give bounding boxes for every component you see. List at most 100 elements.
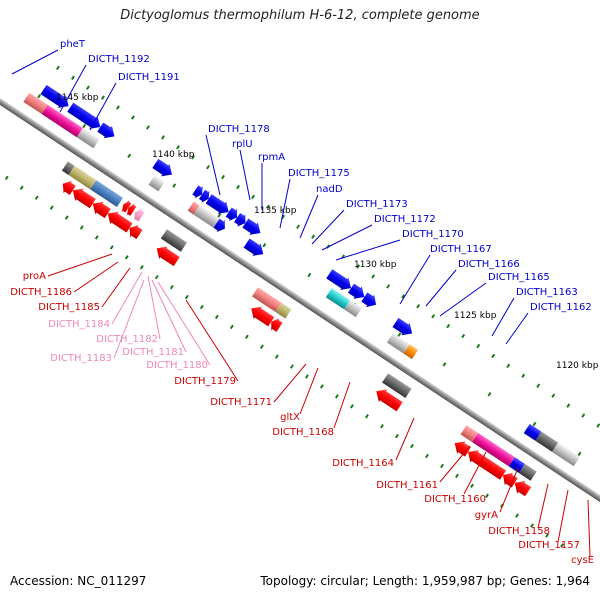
leader-line <box>537 483 549 529</box>
gene-arrow <box>134 208 145 222</box>
gene-label: DICTH_1182 <box>96 334 158 345</box>
accession-label: Accession: NC_011297 <box>10 574 147 588</box>
tick-outer <box>101 95 105 100</box>
gene-arrow <box>152 158 173 177</box>
gene-label: DICTH_1167 <box>430 244 492 255</box>
gene-label: gyrA <box>475 510 498 521</box>
leader-line <box>425 269 457 307</box>
map-title: Dictyoglomus thermophilum H-6-12, comple… <box>120 8 480 23</box>
gene-label: DICTH_1184 <box>48 319 110 330</box>
gene-arrow <box>251 306 275 327</box>
gene-label: nadD <box>316 184 343 195</box>
gene-arrow <box>92 201 111 219</box>
leader-line <box>439 282 487 317</box>
tick-inner <box>365 414 369 419</box>
leader-line <box>151 279 187 353</box>
gene-arrow <box>347 283 365 299</box>
gene-arrow <box>97 122 115 139</box>
gene-label: DICTH_1162 <box>530 302 592 313</box>
gene-arrow <box>129 224 143 240</box>
gene-label: DICTH_1186 <box>10 287 72 298</box>
tick-outer <box>446 323 451 329</box>
leader-line <box>89 82 117 131</box>
tick-outer <box>221 174 225 180</box>
kbp-label: 1145 kbp <box>56 93 99 103</box>
tick-major <box>442 362 447 367</box>
tick-inner <box>560 543 565 548</box>
leader-line <box>111 271 143 325</box>
gene-arrow <box>468 450 507 480</box>
bottom-gene-labels: proADICTH_1186DICTH_1185DICTH_1184DICTH_… <box>10 253 594 566</box>
tick-inner <box>4 175 9 181</box>
gene-block <box>460 425 479 443</box>
gene-arrow <box>213 218 225 233</box>
gene-arrow <box>376 389 403 412</box>
tick-inner <box>34 195 39 200</box>
tick-inner <box>485 493 489 498</box>
tick-major <box>397 332 402 337</box>
tick-outer <box>146 125 150 130</box>
gene-arrow <box>156 246 180 267</box>
gene-label: rplU <box>232 139 253 150</box>
gene-arrow <box>40 84 69 108</box>
tick-inner <box>545 533 550 538</box>
tick-inner <box>289 364 294 369</box>
leader-line <box>185 299 239 382</box>
topology-label: Topology: circular; Length: 1,959,987 bp… <box>260 574 590 588</box>
gene-label: DICTH_1168 <box>272 427 334 438</box>
tick-inner <box>334 394 339 399</box>
tick-major <box>82 123 87 129</box>
gene-arrow <box>243 238 264 256</box>
leader-line <box>311 209 345 245</box>
tick-outer <box>476 343 481 349</box>
tick-inner <box>304 374 309 379</box>
tick-inner <box>455 473 459 479</box>
gene-arrow <box>514 481 532 497</box>
gene-block <box>103 188 123 208</box>
leader-line <box>73 261 119 293</box>
tick-outer <box>55 65 60 71</box>
tick-major <box>37 93 42 99</box>
gene-block <box>403 344 419 360</box>
tick-major <box>577 451 582 457</box>
gene-label: DICTH_1161 <box>376 480 438 491</box>
leader-line <box>335 239 401 261</box>
tick-outer <box>206 164 210 170</box>
leader-line <box>399 254 431 305</box>
leader-line <box>273 363 307 403</box>
gene-block <box>382 373 412 398</box>
tick-inner <box>199 304 204 310</box>
gene-block <box>344 300 362 318</box>
gene-block <box>41 104 83 138</box>
gene-arrow <box>72 188 96 209</box>
tick-major <box>172 183 177 188</box>
leader-line <box>587 499 591 557</box>
tick-inner <box>184 294 189 300</box>
gene-label: DICTH_1157 <box>518 540 580 551</box>
tick-inner <box>229 324 234 330</box>
tick-outer <box>596 423 600 428</box>
gene-label: DICTH_1181 <box>122 347 184 358</box>
gene-block <box>472 432 515 467</box>
tick-outer <box>416 304 421 309</box>
gene-label: DICTH_1158 <box>488 526 550 537</box>
leader-line <box>113 279 145 359</box>
tick-inner <box>425 453 429 459</box>
tick-outer <box>311 234 316 239</box>
tick-outer <box>131 115 135 120</box>
gene-arrow <box>361 292 377 308</box>
gene-label: cysE <box>571 555 594 566</box>
kbp-label: 1125 kbp <box>454 311 497 321</box>
tick-outer <box>236 184 240 190</box>
leader-line <box>491 297 515 337</box>
tick-outer <box>551 393 556 398</box>
tick-outer <box>116 105 120 110</box>
tick-inner <box>124 255 129 260</box>
tick-outer <box>371 274 376 279</box>
tick-outer <box>506 363 511 369</box>
gene-block <box>68 165 97 190</box>
gene-block <box>552 442 580 467</box>
leader-line <box>147 275 161 340</box>
